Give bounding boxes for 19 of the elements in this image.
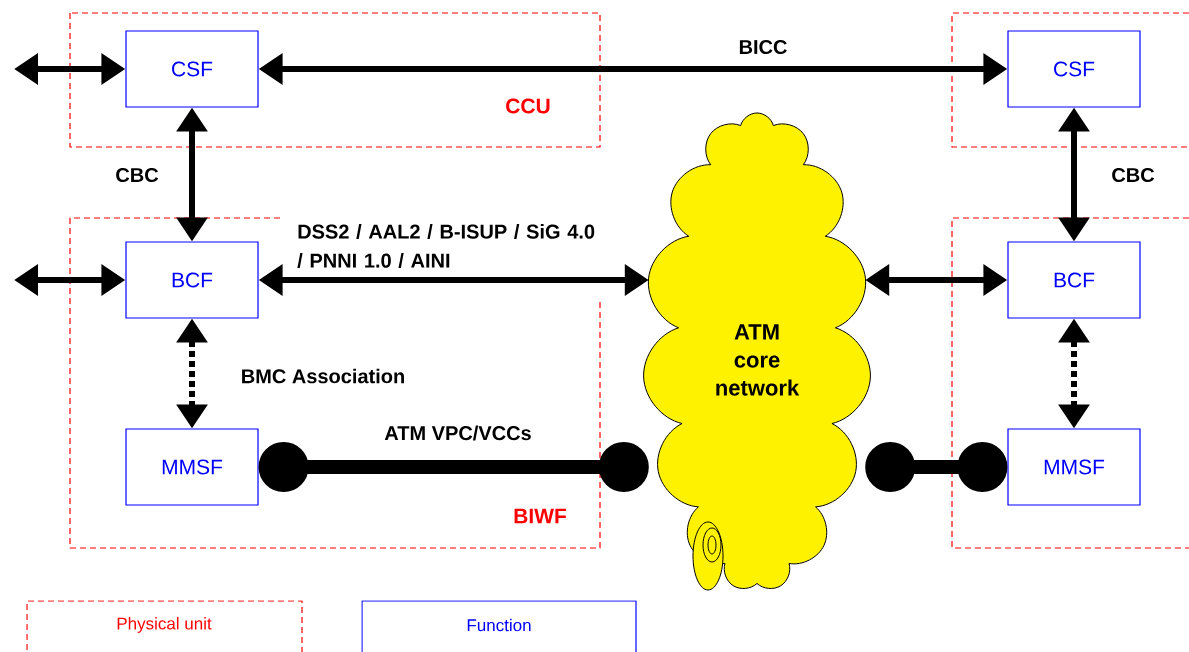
edge-label: DSS2 / AAL2 / B-ISUP / SiG 4.0 / PNNI 1.0 / AINI [297,224,595,268]
function-box: BCF [1007,241,1141,319]
connection-line [865,442,1008,492]
legend-entry: Function [361,600,637,652]
physical-unit-box [951,217,1189,549]
function-box: CSF [1007,30,1141,108]
edge-label: BMC Association [242,368,404,384]
physical-unit-box [951,12,1189,148]
edge-label: CBC [116,167,159,183]
function-box: MMSF [1007,428,1141,506]
function-box: MMSF [125,428,259,506]
connection-line [258,442,649,492]
edge-label: CBC [1112,167,1155,183]
legend-entry: Physical unit [26,600,303,652]
function-box: CSF [125,30,259,108]
cloud: ATM core network [643,112,871,591]
function-box: BCF [125,241,259,319]
edge-label: ATM VPC/VCCs [384,425,531,441]
edge-label: BICC [739,39,787,55]
